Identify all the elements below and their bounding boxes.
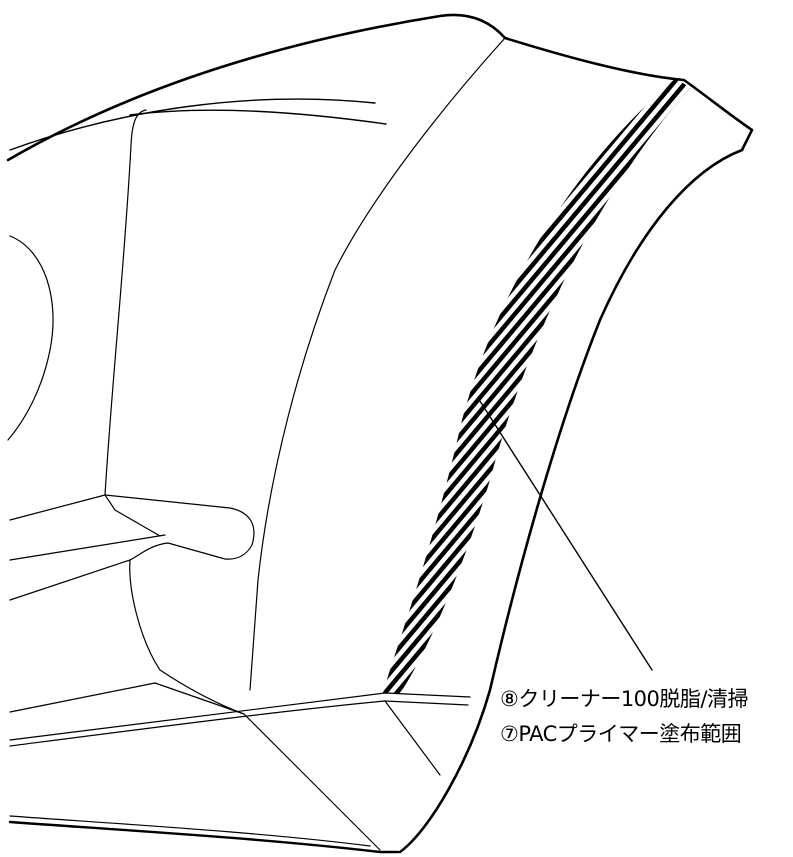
roof-inner-line — [9, 98, 376, 151]
annotation-cleaner: ⑧クリーナー100脱脂/清掃 — [500, 687, 748, 711]
lower-body-line-2 — [9, 534, 166, 561]
door-frame-curve — [249, 37, 506, 691]
roof-outer-edge — [6, 13, 754, 162]
side-sill-upper — [9, 692, 471, 741]
roof-inner-line-2 — [129, 109, 387, 125]
bottom-edge-inner — [9, 815, 371, 847]
lower-body-line-1 — [9, 494, 106, 521]
door-handle-outline — [104, 494, 255, 561]
rear-corner-line — [384, 700, 441, 776]
lower-body-line-3 — [9, 559, 131, 601]
sill-line-2 — [154, 682, 381, 851]
sill-line-1 — [9, 682, 156, 713]
annotation-primer: ⑦PACプライマー塗布範囲 — [500, 722, 742, 746]
leader-line — [477, 397, 653, 671]
side-sill-lower — [9, 700, 469, 747]
mirror-housing-outline — [7, 235, 54, 441]
bottom-edge — [8, 820, 400, 854]
hatched-application-band — [383, 78, 690, 693]
window-outline — [104, 109, 161, 537]
lower-panel-crease — [129, 559, 245, 715]
rear-pillar-outer-edge — [398, 148, 744, 854]
